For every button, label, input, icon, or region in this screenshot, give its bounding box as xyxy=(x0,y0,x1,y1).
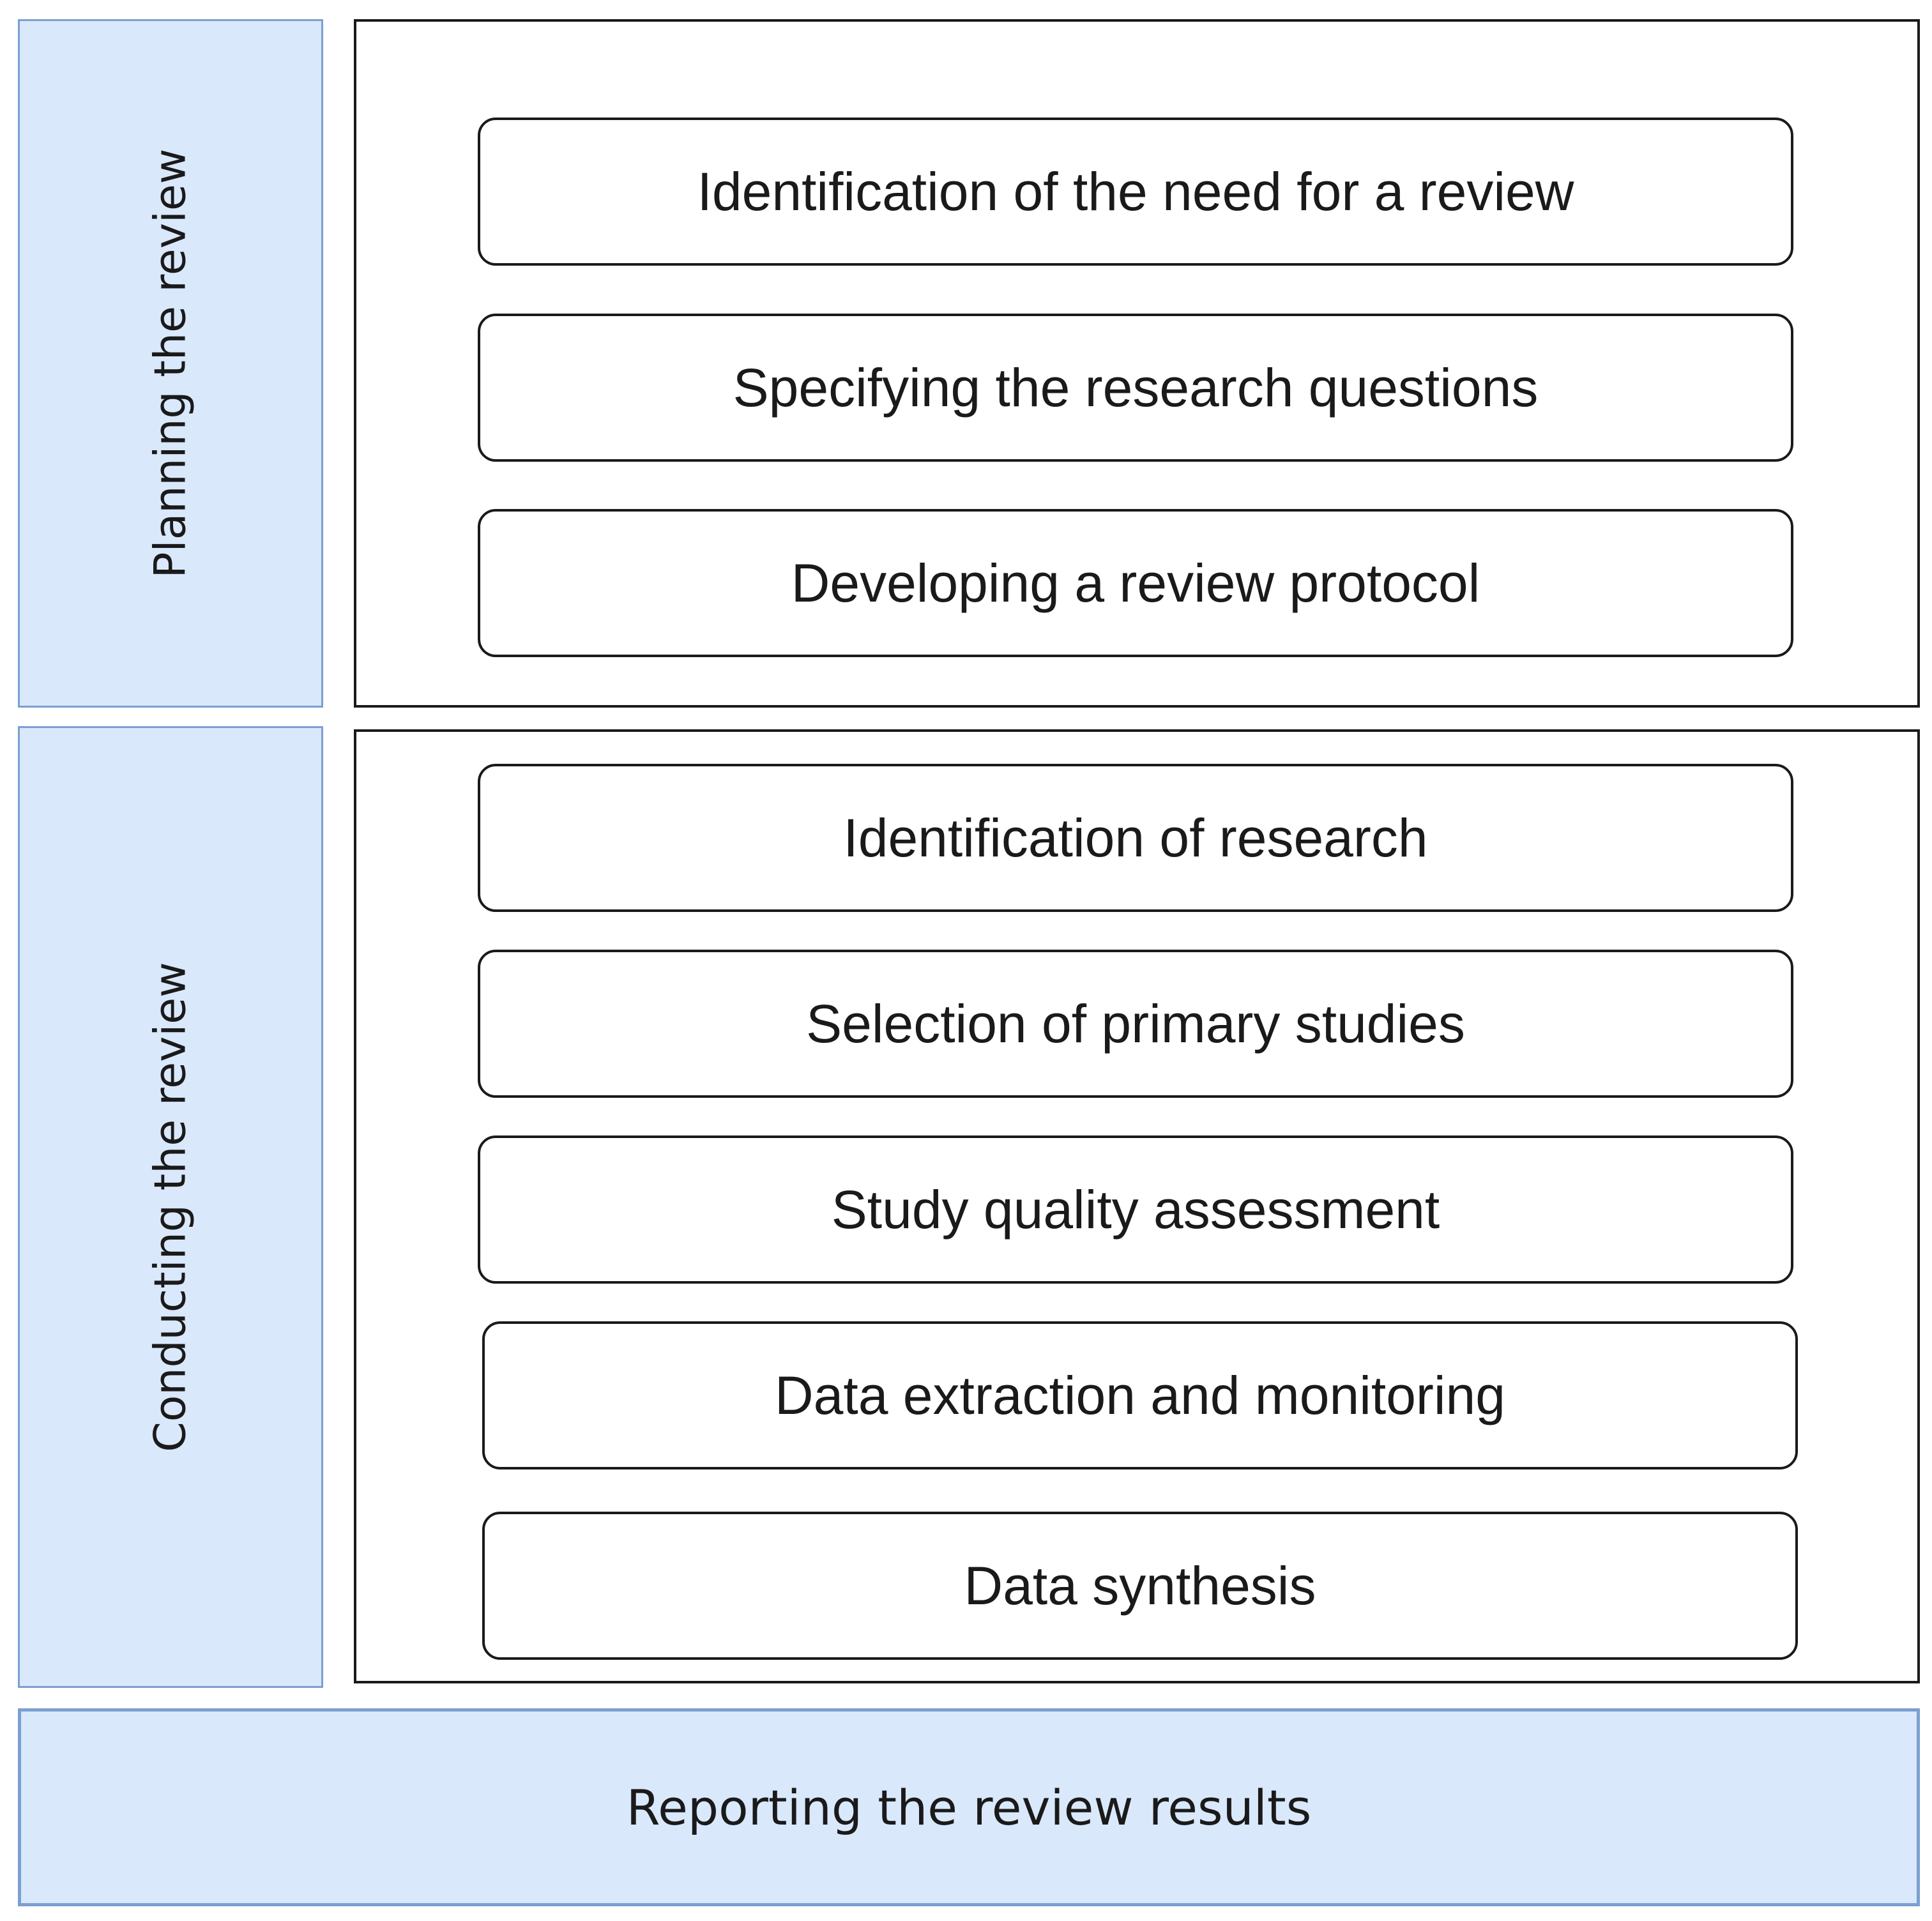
reporting-phase-label: Reporting the review results xyxy=(18,1708,1920,1906)
conducting-phase-label-panel: Conducting the review xyxy=(18,726,323,1688)
conducting-phase-label: Conducting the review xyxy=(145,962,196,1452)
planning-phase-label-panel: Planning the review xyxy=(18,19,323,708)
step-select-studies: Selection of primary studies xyxy=(478,950,1793,1098)
step-develop-protocol: Developing a review protocol xyxy=(478,509,1793,657)
step-identify-need: Identification of the need for a review xyxy=(478,118,1793,266)
step-specify-questions: Specifying the research questions xyxy=(478,314,1793,462)
planning-phase-label: Planning the review xyxy=(145,148,196,579)
step-data-extraction: Data extraction and monitoring xyxy=(482,1321,1798,1469)
step-data-synthesis: Data synthesis xyxy=(482,1512,1798,1660)
step-quality-assessment: Study quality assessment xyxy=(478,1135,1793,1284)
step-identify-research: Identification of research xyxy=(478,764,1793,912)
